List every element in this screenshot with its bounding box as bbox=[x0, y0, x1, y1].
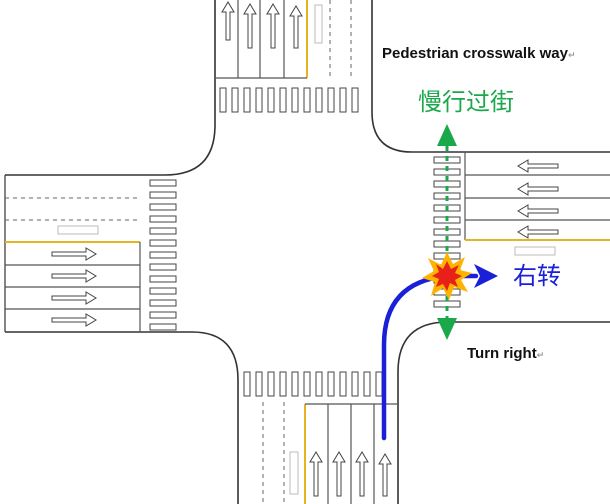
crosswalk-north bbox=[219, 87, 359, 113]
north-uturn-arrow-icon bbox=[221, 1, 235, 41]
east-uturn-arrow-icon bbox=[517, 159, 559, 173]
turn-right-label-cn: 右转 bbox=[513, 262, 561, 290]
north-outbound-dashes bbox=[329, 0, 352, 80]
turn-arrow-head-icon bbox=[474, 264, 498, 288]
west-road bbox=[5, 242, 141, 332]
south-lane-arrows bbox=[309, 451, 392, 497]
west-uturn-arrow-icon bbox=[51, 313, 97, 327]
south-uturn-arrow-icon bbox=[309, 451, 323, 497]
curb-bottom-left bbox=[5, 331, 239, 504]
pedestrian-label-cn: 慢行过街 bbox=[418, 88, 514, 116]
north-turn-arrow-icon bbox=[289, 5, 303, 49]
north-marker bbox=[314, 4, 323, 44]
east-lane-arrows bbox=[517, 159, 559, 239]
west-marker bbox=[57, 225, 99, 235]
south-outbound-dashes bbox=[262, 402, 285, 504]
curb-top-right bbox=[371, 0, 610, 153]
west-straight-arrow-icon-2 bbox=[51, 291, 97, 305]
south-right-turn-arrow-icon bbox=[378, 453, 392, 497]
south-straight-arrow-icon-2 bbox=[355, 451, 369, 497]
curb-top-left bbox=[5, 0, 216, 176]
west-straight-arrow-icon bbox=[51, 269, 97, 283]
crosswalk-west bbox=[149, 179, 177, 331]
turn-right-label-en: Turn right↵ bbox=[467, 345, 544, 362]
east-straight-arrow-icon bbox=[517, 182, 559, 196]
west-lane-arrows bbox=[51, 247, 97, 327]
south-straight-arrow-icon bbox=[332, 451, 346, 497]
explosion-icon bbox=[422, 252, 472, 300]
north-straight-arrow-icon-2 bbox=[266, 3, 280, 49]
west-turn-arrow-icon bbox=[51, 247, 97, 261]
south-marker bbox=[289, 451, 299, 495]
south-road bbox=[305, 403, 398, 504]
north-lane-arrows bbox=[221, 1, 303, 49]
pedestrian-arrow-down-icon bbox=[437, 318, 457, 340]
east-left-arrow-icon bbox=[517, 225, 559, 239]
east-marker bbox=[514, 246, 556, 256]
east-straight-arrow-icon-2 bbox=[517, 204, 559, 218]
pedestrian-label-en: Pedestrian crosswalk way↵ bbox=[382, 45, 575, 62]
north-straight-arrow-icon bbox=[243, 3, 257, 49]
east-road bbox=[464, 152, 610, 240]
west-outbound-dashes bbox=[5, 197, 140, 221]
pedestrian-arrow-up-icon bbox=[437, 124, 457, 146]
crosswalk-south bbox=[243, 371, 383, 397]
